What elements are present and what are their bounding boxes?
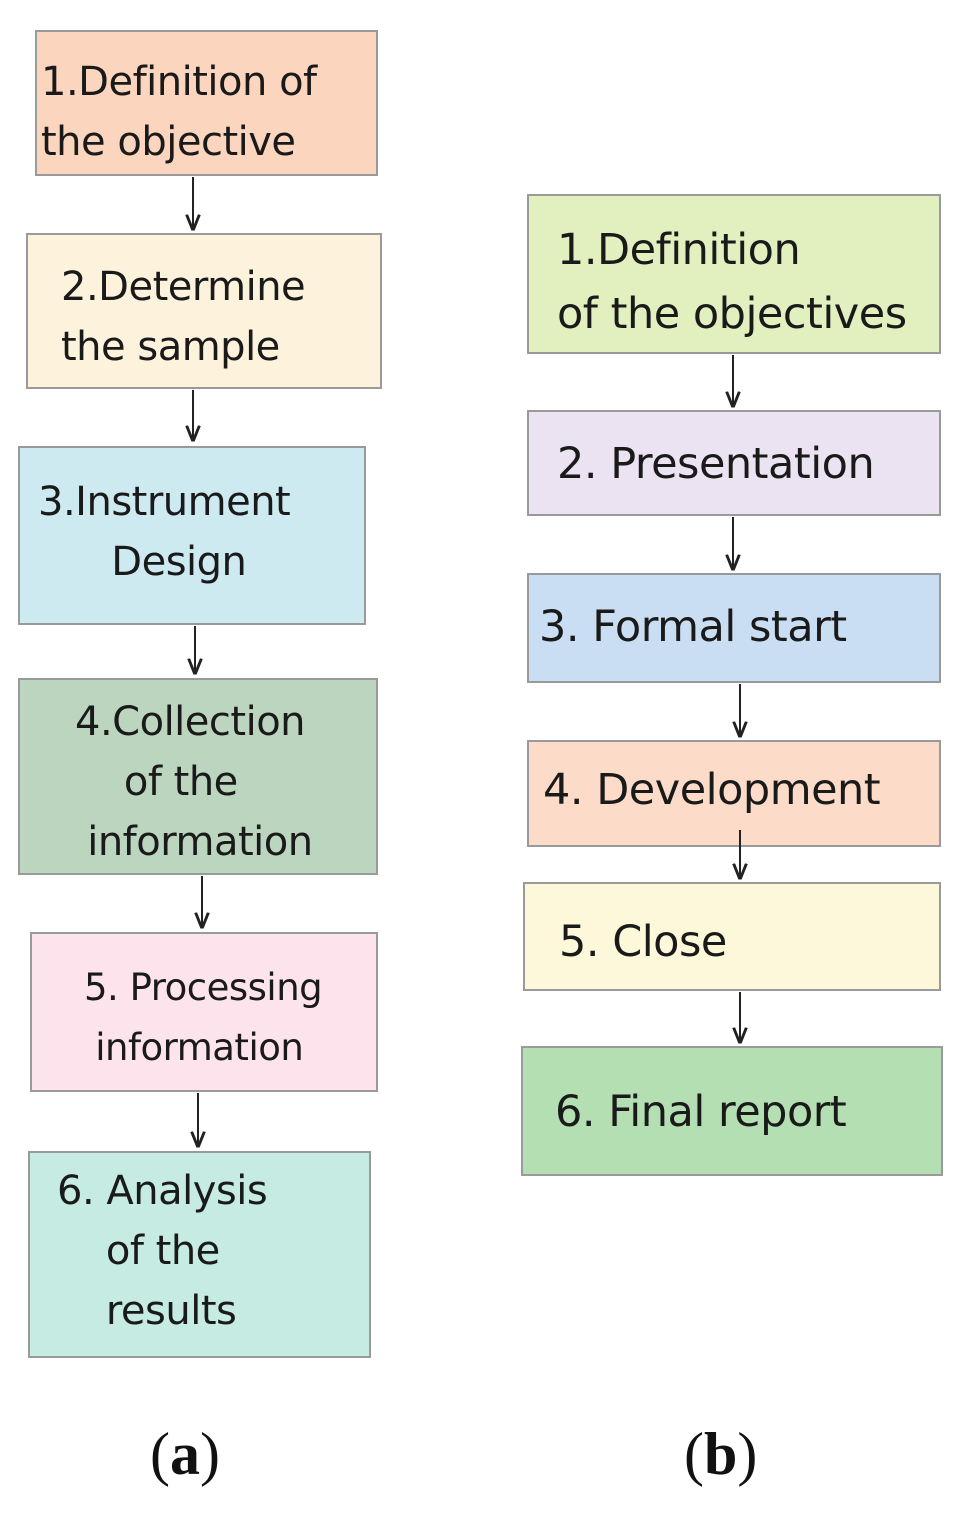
flow-a-step-5: 5. Processing information bbox=[30, 932, 378, 1092]
flow-a-step-2: 2.Determine the sample bbox=[26, 233, 382, 389]
flow-a-step-5-label: 5. Processing information bbox=[84, 966, 323, 1069]
flow-a-step-4: 4.Collection of the information bbox=[18, 678, 378, 875]
flow-a-step-1-label: 1.Definition of the objective bbox=[41, 59, 317, 165]
flow-a-step-6-label: 6. Analysis of the results bbox=[57, 1168, 268, 1334]
flow-b-step-2-label: 2. Presentation bbox=[557, 439, 875, 489]
flow-b-step-2: 2. Presentation bbox=[527, 410, 941, 516]
flow-b-step-1: 1.Definition of the objectives bbox=[527, 194, 941, 354]
flow-a-step-3-label: 3.Instrument Design bbox=[38, 479, 291, 585]
flow-b-step-3: 3. Formal start bbox=[527, 573, 941, 683]
flow-a-step-1: 1.Definition of the objective bbox=[35, 30, 378, 176]
flow-b-step-5: 5. Close bbox=[523, 882, 941, 991]
flow-b-step-1-label: 1.Definition of the objectives bbox=[557, 225, 907, 339]
flow-b-step-6-label: 6. Final report bbox=[555, 1087, 847, 1137]
flow-b-step-4: 4. Development bbox=[527, 740, 941, 847]
flow-a-step-6: 6. Analysis of the results bbox=[28, 1151, 371, 1358]
flow-a-step-2-label: 2.Determine the sample bbox=[61, 264, 306, 370]
caption-b: (b) bbox=[684, 1421, 758, 1487]
caption-a: (a) bbox=[150, 1421, 220, 1487]
flow-a-step-3: 3.Instrument Design bbox=[18, 446, 366, 625]
flow-b-step-5-label: 5. Close bbox=[559, 917, 727, 967]
flow-a-step-4-label: 4.Collection of the information bbox=[75, 699, 313, 865]
flow-b-step-4-label: 4. Development bbox=[543, 765, 881, 815]
flow-b-step-3-label: 3. Formal start bbox=[539, 602, 847, 652]
flow-b-step-6: 6. Final report bbox=[521, 1046, 943, 1176]
